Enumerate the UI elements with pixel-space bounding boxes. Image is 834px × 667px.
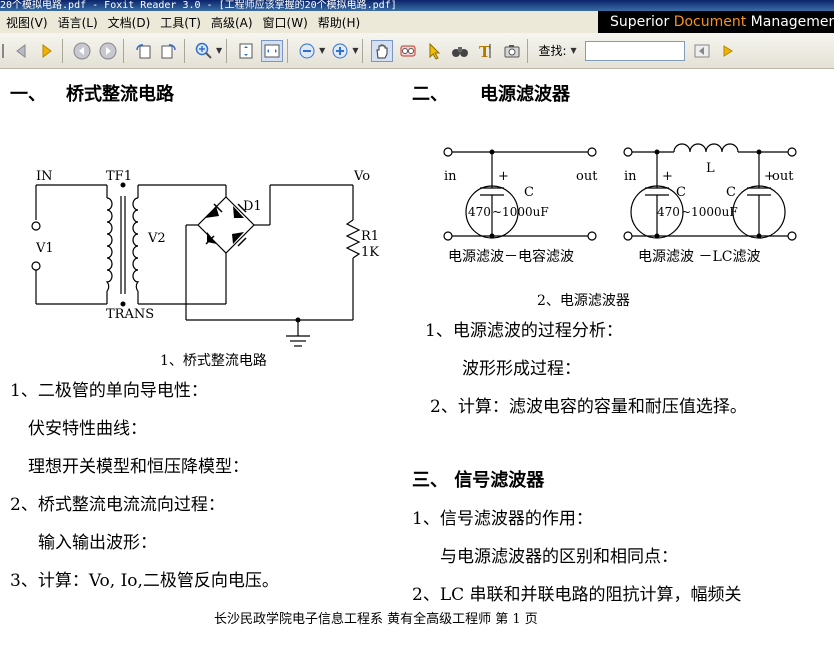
menu-view[interactable]: 视图(V) [6, 15, 48, 30]
svg-text:T: T [479, 43, 491, 60]
menu-advanced[interactable]: 高级(A) [210, 15, 253, 30]
find-binoculars-icon[interactable] [449, 40, 471, 62]
hand-tool-icon[interactable] [371, 39, 394, 62]
find-previous-icon[interactable] [691, 40, 713, 62]
zoom-in-icon[interactable] [193, 40, 215, 62]
loupe-icon[interactable] [397, 40, 419, 62]
right-line-1: 1、电源滤波的过程分析： [425, 321, 623, 341]
filter-b-in-label: in [624, 169, 637, 184]
menu-language[interactable]: 语言(L) [57, 15, 98, 30]
filter-b-plus-label-2: + [764, 169, 775, 184]
rotate-right-icon[interactable] [158, 40, 180, 62]
brand-banner: Superior Document Management [598, 11, 834, 33]
fit-width-icon[interactable] [261, 39, 284, 62]
toolbar-separator [226, 38, 228, 63]
right-line-4: 1、信号滤波器的作用： [412, 509, 593, 529]
zoom-out-circle-icon[interactable] [296, 40, 318, 62]
select-arrow-icon[interactable] [423, 40, 445, 62]
menu-document[interactable]: 文档(D) [107, 15, 151, 30]
right-line-2: 波形形成过程： [462, 359, 581, 379]
left-line-5: 输入输出波形： [38, 533, 157, 553]
label-v2: V2 [147, 231, 166, 246]
zoom-out-dropdown-icon[interactable]: ▼ [319, 46, 326, 55]
left-line-1: 1、二极管的单向导电性： [10, 381, 208, 401]
menu-window[interactable]: 窗口(W) [262, 15, 308, 30]
left-line-3: 理想开关模型和恒压降模型： [28, 457, 249, 477]
toolbar-separator [287, 38, 289, 63]
page-footer: 长沙民政学院电子信息工程系 黄有全高级工程师 第 1 页 [214, 612, 538, 627]
label-v1: V1 [35, 241, 54, 256]
text-select-icon[interactable]: T [475, 40, 497, 62]
filter-a-label: 电源滤波－电容滤波 [448, 249, 574, 265]
section-3-title: 三、 信号滤波器 [412, 470, 545, 491]
label-d1: D1 [243, 199, 262, 214]
left-line-6: 3、计算：Vo, Io,二极管反向电压。 [10, 571, 279, 591]
section-1-number: 一、 [10, 84, 46, 105]
toolbar-separator [123, 38, 124, 63]
brand-word-1: Superior [610, 14, 670, 30]
filter-a-plus-label: + [498, 169, 509, 184]
zoom-in-circle-icon[interactable] [329, 40, 351, 62]
menu-help[interactable]: 帮助(H) [317, 15, 361, 30]
back-icon[interactable] [71, 40, 93, 62]
filter-a-out-label: out [576, 169, 598, 184]
filter-b-c-label-2: C [726, 185, 736, 200]
brand-word-2: Document [673, 14, 747, 30]
filter-b-out-label: out [772, 169, 794, 184]
filter-b-c-label-1: C [676, 185, 686, 200]
left-line-4: 2、桥式整流电流流向过程： [10, 495, 225, 515]
window-title: 20个模拟电路.pdf - Foxit Reader 3.0 - [工程师应该掌… [0, 0, 397, 11]
snapshot-camera-icon[interactable] [501, 40, 523, 62]
label-tf1: TF1 [106, 169, 132, 184]
right-line-6: 2、LC 串联和并联电路的阻抗计算，幅频关 [412, 585, 742, 605]
label-vo: Vo [353, 169, 370, 184]
toolbar-separator [362, 38, 364, 63]
label-r1: R1 [361, 229, 379, 244]
power-filter-diagram: in out + C 470 ~1000uF in out + + L C C … [443, 143, 797, 241]
zoom-dropdown-icon[interactable]: ▼ [216, 46, 223, 55]
right-line-5: 与电源滤波器的区别和相同点： [440, 547, 678, 567]
toolbar-separator [184, 38, 185, 63]
filter-b-cap-value-2: ~1000uF [681, 205, 738, 219]
toolbar-separator [62, 38, 63, 63]
left-line-2: 伏安特性曲线： [28, 419, 147, 439]
filter-b-plus-label-1: + [662, 169, 673, 184]
filter-b-l-label: L [706, 161, 715, 176]
document-page: 一、 桥式整流电路 二、 电源滤波器 [0, 70, 834, 667]
fit-page-icon[interactable] [235, 40, 257, 62]
find-next-icon[interactable] [717, 40, 739, 62]
find-label: 查找: [538, 44, 567, 58]
section-2-number: 二、 [412, 84, 448, 105]
filter-a-cap-value-1: 470 [468, 205, 491, 219]
right-line-3: 2、计算：滤波电容的容量和耐压值选择。 [430, 397, 747, 417]
section-1-title: 桥式整流电路 [66, 84, 174, 105]
find-input[interactable] [584, 40, 685, 61]
toolbar: ▼ ▼ ▼ T 查找: ▼ [0, 33, 834, 69]
forward-icon[interactable] [97, 40, 119, 62]
find-options-dropdown-icon[interactable]: ▼ [570, 46, 577, 55]
next-page-icon[interactable] [36, 40, 58, 62]
window-title-bar: 20个模拟电路.pdf - Foxit Reader 3.0 - [工程师应该掌… [0, 0, 834, 11]
filter-a-c-label: C [524, 185, 534, 200]
filter-b-cap-value-1: 470 [657, 205, 680, 219]
label-r1-value: 1K [361, 245, 379, 260]
toolbar-separator [527, 38, 529, 63]
filter-a-cap-value-2: ~1000uF [492, 205, 549, 219]
section-2-title: 电源滤波器 [480, 84, 570, 105]
first-page-icon[interactable] [0, 40, 6, 62]
filter-a-in-label: in [444, 169, 457, 184]
menu-tools[interactable]: 工具(T) [160, 15, 201, 30]
rotate-left-icon[interactable] [132, 40, 154, 62]
brand-word-3: Management [750, 14, 834, 30]
previous-page-icon[interactable] [10, 40, 32, 62]
filter-b-label: 电源滤波 －LC滤波 [638, 249, 761, 265]
zoom-in-dropdown-icon[interactable]: ▼ [352, 46, 359, 55]
label-trans: TRANS [106, 307, 154, 322]
figure-1-caption: 1、桥式整流电路 [160, 353, 267, 369]
label-in: IN [36, 169, 53, 184]
figure-2-caption: 2、电源滤波器 [537, 293, 630, 309]
bridge-rectifier-diagram: IN TF1 Vo D1 V1 V2 R1 1K TRANS [31, 169, 379, 347]
